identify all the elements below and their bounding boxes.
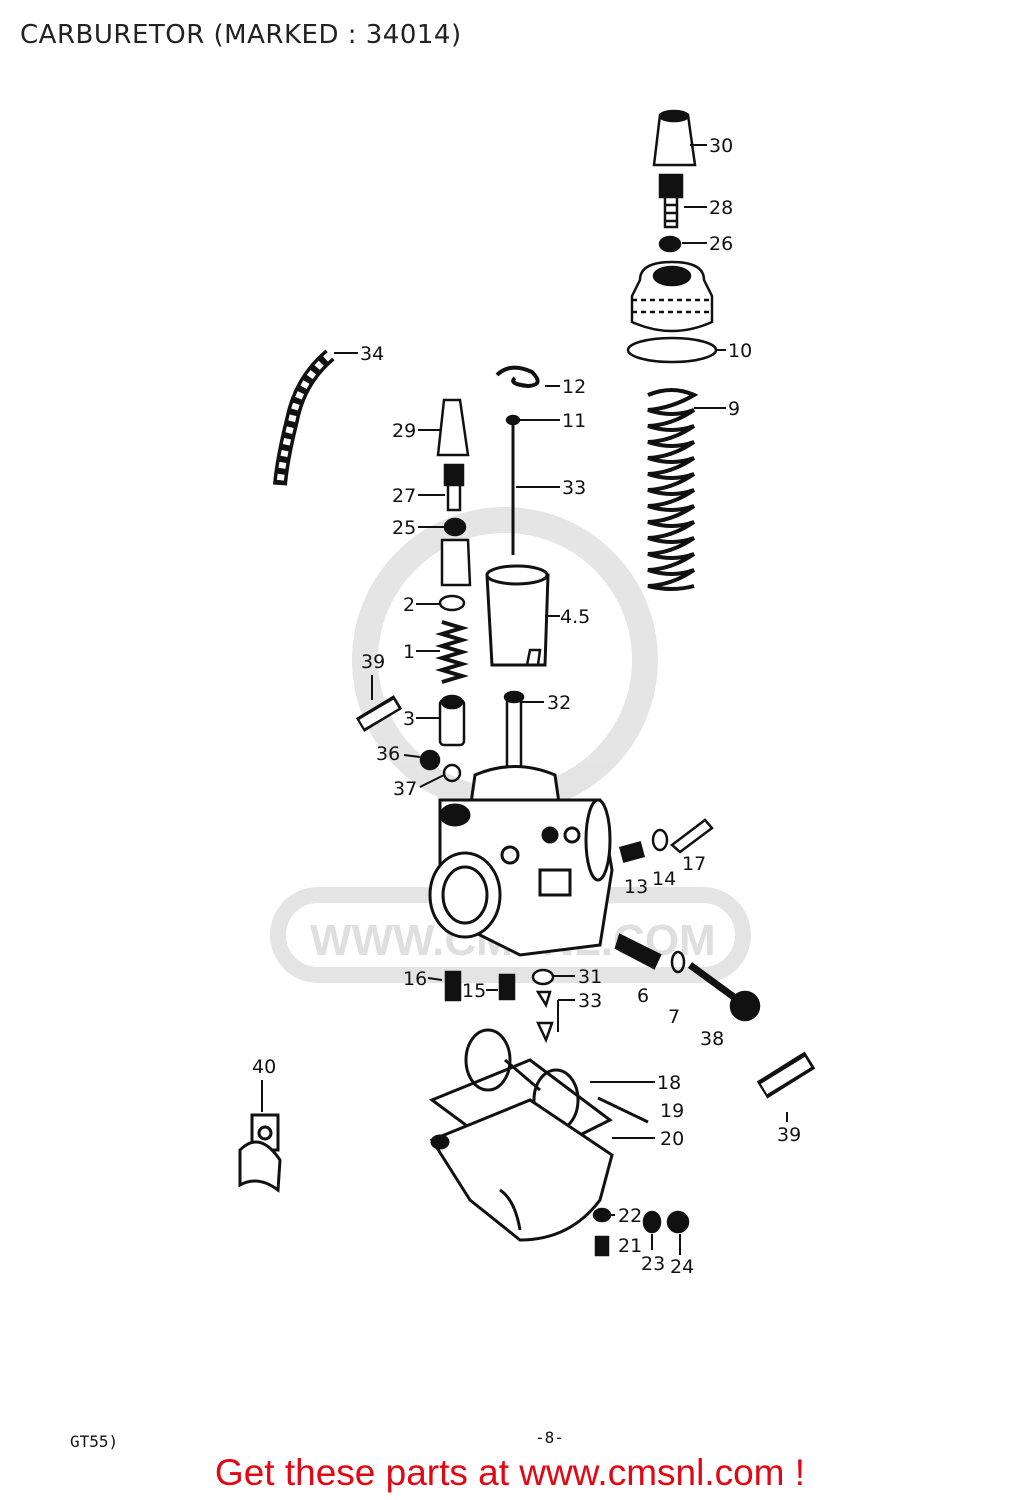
- part-14-jet: [498, 973, 516, 1001]
- part-12-screw: [618, 841, 646, 863]
- callout-20: 21: [618, 1235, 642, 1257]
- callout-15: 16: [403, 968, 427, 990]
- part-30-seat: [531, 968, 555, 986]
- part-29-cap: [652, 109, 697, 167]
- callout-33: 33: [578, 990, 602, 1012]
- part-10-ring: [505, 414, 521, 426]
- part-21-ring: [592, 1207, 612, 1223]
- callout-22: 23: [641, 1253, 665, 1275]
- part-starter-body: [440, 538, 472, 587]
- callout-27: 28: [709, 197, 733, 219]
- callout-24: 25: [392, 517, 416, 539]
- part-36-ring: [442, 763, 462, 783]
- callout-labels: 30 28 26 10 9 12 11 33 4.5 34 29 27 25 2…: [252, 135, 801, 1278]
- callout-31: 32: [547, 692, 571, 714]
- part-24-nut: [443, 517, 467, 537]
- part-float-bowl: [429, 1098, 614, 1242]
- part-25-nut: [658, 235, 682, 253]
- part-34-fuel-tube: [273, 349, 335, 486]
- callout-37: 38: [700, 1028, 724, 1050]
- part-33-needle-valve: [535, 990, 554, 1044]
- callout-32: 33: [562, 477, 586, 499]
- callout-3: 3: [403, 708, 415, 730]
- part-8-spring: [647, 388, 699, 591]
- callout-9: 10: [728, 340, 752, 362]
- callout-7: 7: [668, 1006, 680, 1028]
- part-37-pilot-screw: [687, 962, 761, 1022]
- leader-lines: [261, 144, 788, 1255]
- part-40-clamp: [238, 1113, 282, 1193]
- callout-16: 17: [682, 853, 706, 875]
- callout-1: 1: [403, 641, 415, 663]
- callout-11: 12: [562, 376, 586, 398]
- footer-page-number: -8-: [535, 1428, 564, 1447]
- callout-25: 26: [709, 233, 733, 255]
- callout-23: 24: [670, 1256, 694, 1278]
- callout-2: 2: [403, 594, 415, 616]
- callout-14: 15: [462, 980, 486, 1002]
- part-carburetor-body: [428, 765, 614, 957]
- part-9-gasket: [626, 336, 718, 364]
- callout-38: 39: [777, 1124, 801, 1146]
- callout-36: 37: [393, 778, 417, 800]
- part-18-pin: [597, 1096, 649, 1124]
- part-16-screw: [670, 818, 714, 854]
- parts: [238, 109, 816, 1257]
- part-4-5-throttle-valve: [485, 564, 550, 667]
- part-6-spring: [614, 933, 662, 970]
- callout-6: 6: [637, 985, 649, 1007]
- callout-18: 19: [660, 1100, 684, 1122]
- part-35-screw: [419, 749, 441, 771]
- part-28-boot: [436, 398, 470, 457]
- callout-21: 22: [618, 1205, 642, 1227]
- part-11-clip: [495, 365, 540, 389]
- part-26-adjuster: [443, 463, 465, 512]
- callout-10: 11: [562, 410, 586, 432]
- part-2-oring: [438, 594, 466, 612]
- part-27-adjuster: [658, 173, 684, 229]
- part-22-gasket: [642, 1210, 662, 1234]
- promo-banner: Get these parts at www.cmsnl.com !: [214, 1452, 806, 1493]
- callout-12: 13: [624, 876, 648, 898]
- callout-28: 29: [392, 420, 416, 442]
- callout-8: 9: [728, 398, 740, 420]
- callout-13: 14: [652, 868, 676, 890]
- callout-4-5: 4.5: [560, 606, 590, 628]
- part-13-ring: [651, 828, 669, 852]
- footer-model-code: GT55): [70, 1432, 119, 1451]
- part-15-jet: [444, 970, 462, 1002]
- callout-17: 18: [657, 1072, 681, 1094]
- part-23-plug: [666, 1210, 690, 1234]
- callout-19: 20: [660, 1128, 684, 1150]
- callout-35: 36: [376, 743, 400, 765]
- part-31-needle-jet: [503, 690, 525, 797]
- callout-26: 27: [392, 485, 416, 507]
- part-3-plunger: [438, 694, 466, 747]
- callout-34: 34: [360, 343, 384, 365]
- part-20-screw: [594, 1235, 610, 1257]
- part-7-ring: [670, 950, 686, 974]
- callout-39: 39: [361, 651, 385, 673]
- callout-40: 40: [252, 1056, 276, 1078]
- part-top-cap: [630, 260, 714, 333]
- part-1-spring: [435, 620, 469, 684]
- diagram-title: CARBURETOR (MARKED : 34014): [20, 20, 462, 50]
- callout-29: 30: [709, 135, 733, 157]
- callout-30: 31: [578, 966, 602, 988]
